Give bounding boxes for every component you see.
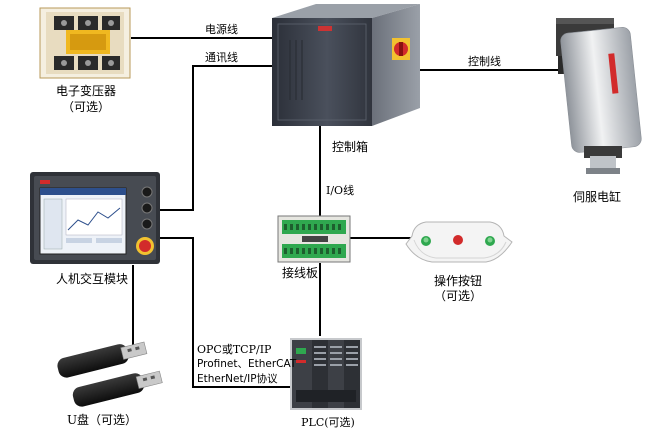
comm-line-label: 通讯线 <box>205 51 238 64</box>
terminal-board-label: 接线板 <box>281 266 319 280</box>
connection-lines <box>131 37 562 388</box>
servo-cylinder-icon <box>556 18 642 174</box>
comm-line <box>157 65 290 211</box>
transformer-optional-note: （可选） <box>61 100 111 114</box>
protocol-line-3: EtherNet/IP协议 <box>197 373 278 385</box>
protocol-line-2: Profinet、EtherCAT <box>197 358 297 370</box>
protocol-line-1: OPC或TCP/IP <box>197 343 272 356</box>
control-line-label: 控制线 <box>468 55 501 68</box>
plc-label: PLC(可选) <box>301 416 355 429</box>
buttons-optional-note: （可选） <box>433 289 483 303</box>
hmi-label: 人机交互模块 <box>55 272 129 286</box>
terminal-board-icon <box>277 215 351 263</box>
io-line-label: I/O线 <box>326 184 355 197</box>
control-box-label: 控制箱 <box>332 140 369 154</box>
hmi-panel-icon <box>30 172 160 264</box>
transformer-icon <box>39 7 131 79</box>
buttons-label: 操作按钮 <box>433 274 483 288</box>
operation-buttons-icon <box>405 221 513 263</box>
hmi-protocol-line <box>157 237 295 388</box>
transformer-label: 电子变压器 <box>55 84 117 98</box>
servo-label: 伺服电缸 <box>572 190 622 204</box>
terminal-pins <box>284 224 341 254</box>
control-box-icon <box>272 4 420 126</box>
usb-label: U盘（可选） <box>66 413 138 427</box>
power-line-label: 电源线 <box>205 23 238 36</box>
usb-drive-icon <box>57 341 163 407</box>
plc-icon <box>290 338 362 410</box>
